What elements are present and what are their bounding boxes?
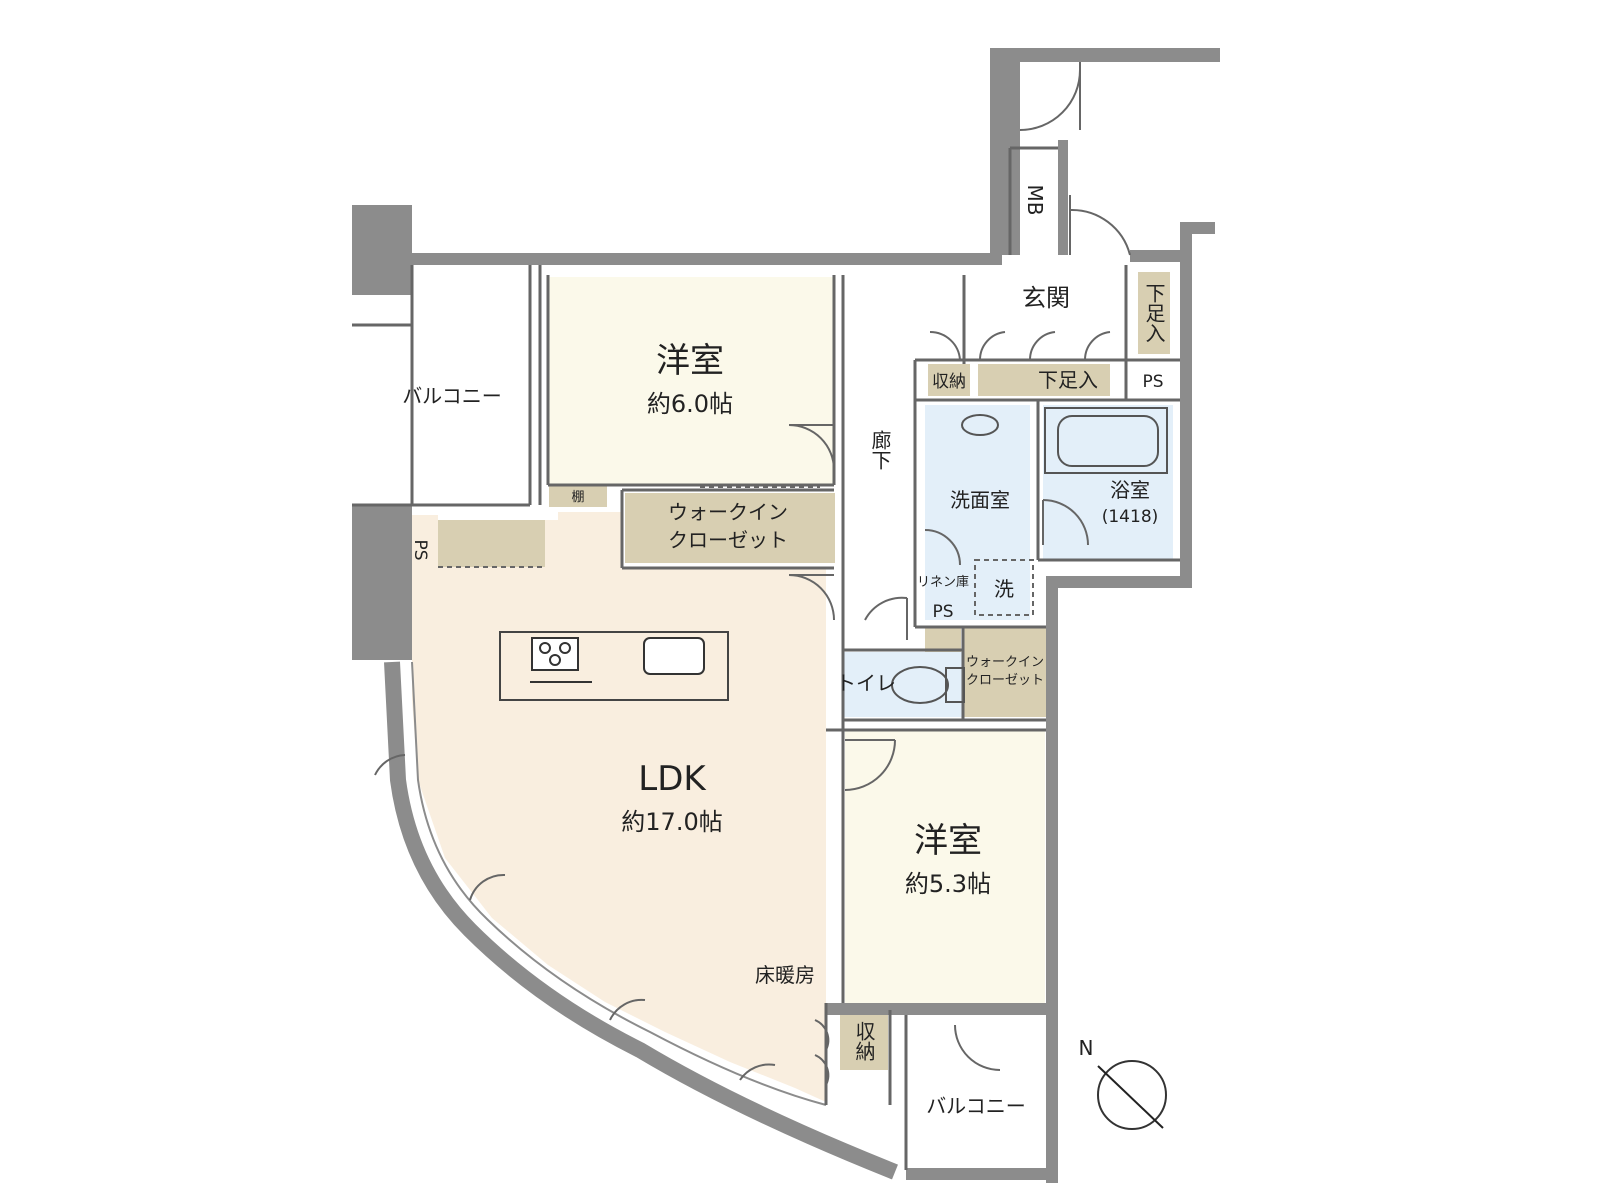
toilet-floor xyxy=(843,652,963,717)
wic-1-line1: ウォークイン xyxy=(668,500,788,524)
storage-1-fill xyxy=(928,364,970,396)
corridor-name: 廊下 xyxy=(868,430,892,470)
entrance-name: 玄関 xyxy=(1022,284,1070,312)
walk-in-closet-2: ウォークイン クローゼット xyxy=(966,655,1044,688)
ldk-area: 約17.0帖 xyxy=(621,808,722,836)
walk-in-closet-1-fill xyxy=(625,493,835,563)
washroom-floor xyxy=(925,405,1030,620)
ps-2-label: PS xyxy=(1142,372,1163,392)
bedroom-1-area: 約6.0帖 xyxy=(647,390,733,418)
toilet-name: トイレ xyxy=(836,671,896,695)
floor-heating-note: 床暖房 xyxy=(755,963,815,987)
compass-n-label: N xyxy=(1079,1036,1094,1060)
bathroom-floor xyxy=(1043,405,1173,560)
shelf-label: 棚 xyxy=(571,490,584,505)
balcony-lower-name: バルコニー xyxy=(926,1094,1026,1118)
compass-ring xyxy=(1097,1060,1167,1130)
ps-1-label: PS xyxy=(410,539,430,560)
sink xyxy=(643,637,705,675)
bathroom-name: 浴室 xyxy=(1110,478,1150,502)
shelf-fill xyxy=(549,486,607,507)
wic-2-line1: ウォークイン xyxy=(966,655,1044,670)
balcony-upper-name: バルコニー xyxy=(402,384,502,408)
kitchen-island xyxy=(499,631,729,701)
ps-storage-fill xyxy=(438,520,545,567)
shoe-storage-1-fill xyxy=(978,364,1110,396)
bathtub xyxy=(1044,407,1168,474)
bedroom-2-area: 約5.3帖 xyxy=(905,870,991,898)
bedroom-2-name: 洋室 xyxy=(914,821,982,861)
toilet-storage-fill xyxy=(925,627,961,652)
ldk-name: LDK xyxy=(638,759,707,799)
exterior-walls xyxy=(352,48,1220,1183)
walk-in-closet-1: ウォークイン クローゼット xyxy=(668,500,788,552)
compass: N xyxy=(1079,1036,1167,1130)
ldk-floor xyxy=(412,512,826,1102)
wic-2-line2: クローゼット xyxy=(966,673,1044,688)
room-bedroom-1: 洋室 約6.0帖 xyxy=(647,341,733,418)
bathroom-size: (1418) xyxy=(1102,507,1159,527)
bedroom-1-floor xyxy=(549,277,834,485)
shoe-storage-2-fill xyxy=(1138,272,1170,354)
shoe-storage-2-label: 下足入 xyxy=(1142,283,1166,343)
shoe-storage-1-label: 下足入 xyxy=(1038,368,1098,392)
washer-label: 洗 xyxy=(994,577,1014,601)
washroom-name: 洗面室 xyxy=(950,488,1010,512)
linen-closet-label: リネン庫 xyxy=(917,575,969,590)
ps-3-label: PS xyxy=(932,602,953,622)
walk-in-closet-2-fill xyxy=(964,627,1046,717)
bedroom-1-name: 洋室 xyxy=(656,341,724,381)
storage-2-fill xyxy=(840,1012,888,1070)
bedroom-2-floor xyxy=(845,730,1045,1003)
storage-2-label: 収納 xyxy=(852,1021,876,1061)
curved-window-wall xyxy=(384,661,898,1180)
room-bedroom-2: 洋室 約5.3帖 xyxy=(905,821,991,898)
mb-label: MB xyxy=(1023,185,1047,216)
wic-1-line2: クローゼット xyxy=(668,528,788,552)
wash-basin xyxy=(961,414,999,436)
toilet-fixture xyxy=(891,666,965,704)
storage-1-label: 収納 xyxy=(932,372,966,392)
doors xyxy=(374,62,1131,1086)
dashed-lines xyxy=(438,486,1034,616)
room-ldk: LDK 約17.0帖 床暖房 xyxy=(621,759,815,987)
